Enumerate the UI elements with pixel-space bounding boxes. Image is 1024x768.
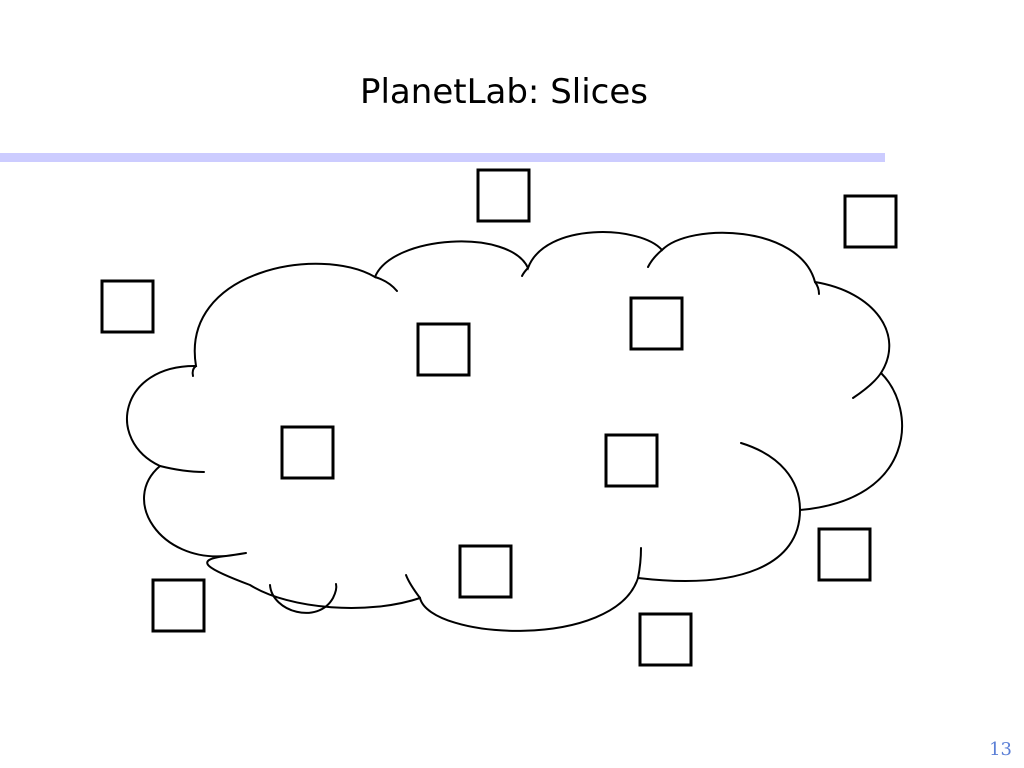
node-square-icon — [416, 322, 471, 377]
cloud-fold — [647, 249, 663, 268]
node-square-icon — [280, 425, 335, 480]
node-square-icon — [458, 544, 513, 599]
node-square-icon — [638, 612, 693, 667]
node-square-icon — [843, 194, 898, 249]
node-square-icon — [817, 527, 872, 582]
node-square-icon — [629, 296, 684, 351]
cloud-fold — [814, 281, 820, 295]
network-cloud-icon — [126, 231, 904, 632]
slide-title: PlanetLab: Slices — [359, 72, 648, 112]
node-square-icon — [151, 578, 206, 633]
node-square-icon — [604, 433, 659, 488]
page-number: 13 — [989, 739, 1012, 760]
node-square-icon — [100, 279, 155, 334]
nodes — [100, 168, 898, 667]
cloud-outline — [126, 231, 904, 632]
cloud-fold — [637, 547, 642, 579]
title-underline — [0, 153, 885, 162]
cloud-fold — [374, 276, 398, 292]
cloud-fold — [405, 574, 421, 599]
cloud-lobe — [269, 583, 338, 614]
cloud-fold — [191, 365, 197, 377]
cloud-fold — [740, 442, 801, 511]
cloud-fold — [852, 372, 882, 399]
node-square-icon — [476, 168, 531, 223]
cloud-fold — [225, 552, 247, 557]
cloud-fold — [159, 465, 205, 473]
cloud-fold — [521, 267, 529, 277]
